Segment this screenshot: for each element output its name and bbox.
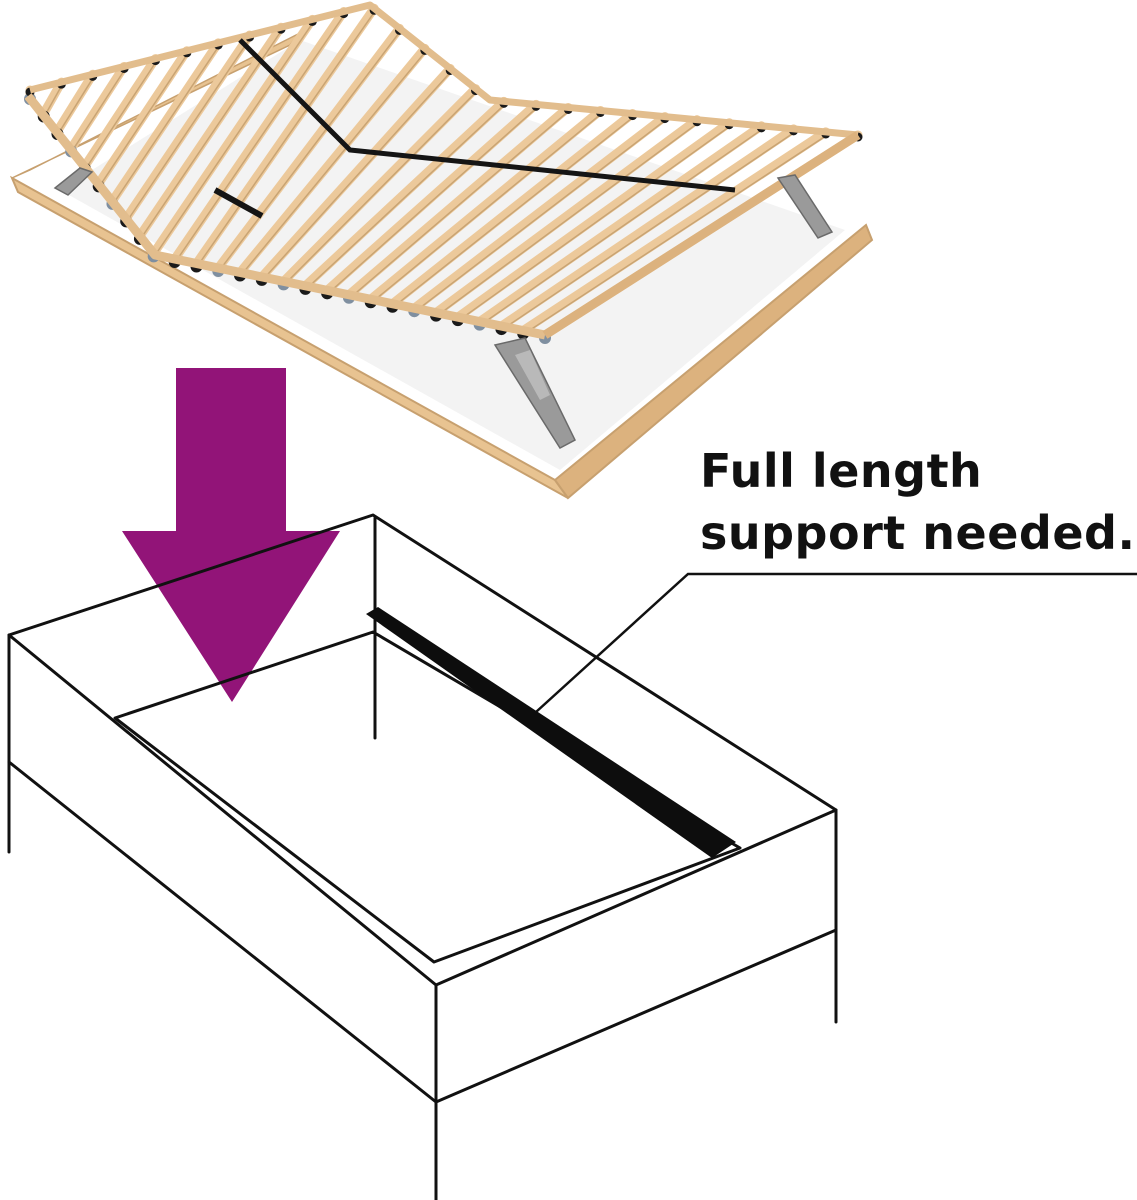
down-arrow-icon — [122, 368, 340, 702]
slat-strap-2 — [213, 187, 264, 219]
slat — [52, 69, 98, 136]
slat — [135, 22, 286, 241]
slat-strap-1 — [238, 38, 736, 193]
slat-edge — [522, 135, 827, 336]
center-support-bar — [366, 607, 736, 858]
slat — [453, 118, 734, 322]
slat-edge — [195, 11, 375, 268]
slat — [496, 124, 799, 331]
slat — [80, 54, 160, 171]
slat-edge — [283, 92, 477, 286]
bed-frame-inner-opening — [113, 630, 742, 964]
slat — [235, 43, 430, 277]
slat — [518, 127, 831, 336]
slat — [213, 23, 404, 273]
callout-line-1: Full length — [700, 444, 983, 498]
slat-edge — [326, 107, 537, 295]
bed-frame-top-rim — [7, 513, 838, 987]
slat-edge — [413, 120, 666, 313]
slat — [121, 30, 255, 223]
bed-frame-right-bottom — [434, 928, 838, 1104]
slat — [107, 38, 223, 206]
lift-bracket-left — [53, 167, 94, 196]
slat — [257, 63, 455, 282]
slat-edge — [70, 70, 125, 153]
full-length-support-callout: Full length support needed. — [700, 440, 1137, 564]
slat — [300, 96, 509, 291]
slat-edge — [125, 38, 251, 223]
slat-edge — [370, 113, 601, 304]
slat-edge — [392, 116, 634, 309]
slat-edge — [139, 30, 282, 241]
slat — [322, 99, 541, 295]
slat-edge — [111, 46, 219, 206]
slat — [409, 112, 670, 313]
top-frame-rail-front — [24, 93, 546, 340]
callout-leader-line — [535, 572, 1137, 713]
slat-edge — [479, 129, 762, 327]
slat-edge — [84, 62, 157, 171]
slat — [66, 61, 129, 153]
slat-edge — [56, 77, 94, 136]
slat — [191, 3, 379, 269]
slat — [279, 84, 481, 286]
slat — [94, 46, 192, 188]
slat-edge — [348, 110, 569, 300]
slat — [149, 14, 317, 258]
slatted-bed-base-image — [9, 1, 874, 500]
slat-edge — [457, 126, 730, 322]
slat-edge — [217, 31, 401, 273]
slat-edge — [174, 15, 345, 264]
lift-bracket-front — [493, 337, 576, 449]
slat-edge — [153, 22, 313, 258]
bed-frame-left-bottom — [7, 760, 438, 1104]
bed-frame-drawing — [7, 513, 838, 1200]
slat-edge — [501, 132, 795, 331]
slat — [366, 106, 605, 304]
slat — [170, 7, 349, 264]
slat — [388, 109, 638, 309]
slat-edge — [261, 71, 451, 282]
base-frame-right-rail — [553, 223, 874, 500]
top-frame-rail-end — [542, 131, 861, 339]
slat — [431, 115, 702, 318]
slat-edge — [239, 51, 426, 277]
top-frame-rail-back — [29, 1, 859, 139]
slat — [475, 121, 766, 327]
slat — [344, 102, 573, 300]
slat-edge — [435, 123, 698, 318]
slat-edge — [304, 104, 505, 291]
lift-bracket-right — [776, 174, 834, 239]
callout-line-2: support needed. — [700, 506, 1136, 560]
slat-edge — [98, 54, 188, 188]
